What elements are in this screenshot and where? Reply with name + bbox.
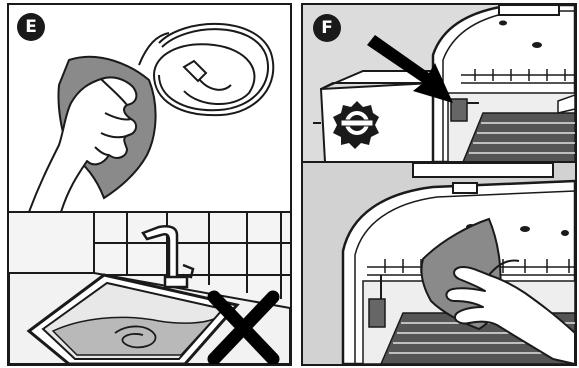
- do-not-submerge-panel: [7, 211, 292, 366]
- faucet-icon: [143, 226, 193, 287]
- step-f-panel: F: [301, 3, 577, 164]
- wipe-grill-illustration: [303, 163, 575, 364]
- step-e-badge: E: [17, 13, 45, 41]
- sink-illustration: [9, 213, 290, 364]
- step-e-panel: E: [7, 3, 292, 214]
- grill-probe-illustration: [303, 5, 575, 162]
- wipe-grill-panel: [301, 161, 577, 366]
- wipe-cable-illustration: [9, 5, 290, 212]
- hand-icon: [29, 77, 136, 212]
- probe-cable-icon: [139, 24, 273, 115]
- step-f-badge: F: [313, 14, 341, 42]
